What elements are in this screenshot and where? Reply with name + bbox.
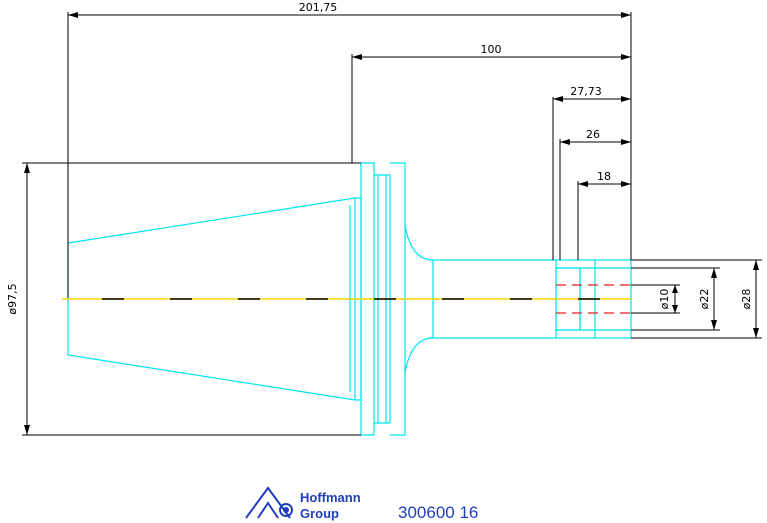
dim-text-100: 100 xyxy=(481,43,502,56)
hoffmann-logo-icon xyxy=(245,486,293,519)
logo-line-2: Group xyxy=(300,506,339,521)
dim-text-diameter-28: ø28 xyxy=(740,289,753,310)
dim-text-201-75: 201,75 xyxy=(299,1,338,14)
dim-text-diameter-97-5: ø97,5 xyxy=(6,283,19,314)
vertical-dimensions: ø97,5 ø10 ø22 ø28 xyxy=(6,162,762,436)
dim-text-27-73: 27,73 xyxy=(570,85,602,98)
neck xyxy=(404,224,556,261)
dim-text-18: 18 xyxy=(597,170,611,183)
part-number: 300600 16 xyxy=(398,503,478,522)
dim-text-diameter-22: ø22 xyxy=(698,289,711,310)
dim-text-26: 26 xyxy=(586,128,600,141)
hoffmann-logo: Hoffmann Group 300600 16 xyxy=(245,486,478,522)
hidden-lines xyxy=(556,284,631,314)
logo-line-1: Hoffmann xyxy=(300,490,361,505)
horizontal-dimensions: 201,75 100 27,73 26 18 xyxy=(67,1,632,298)
dim-text-diameter-10: ø10 xyxy=(658,289,671,310)
